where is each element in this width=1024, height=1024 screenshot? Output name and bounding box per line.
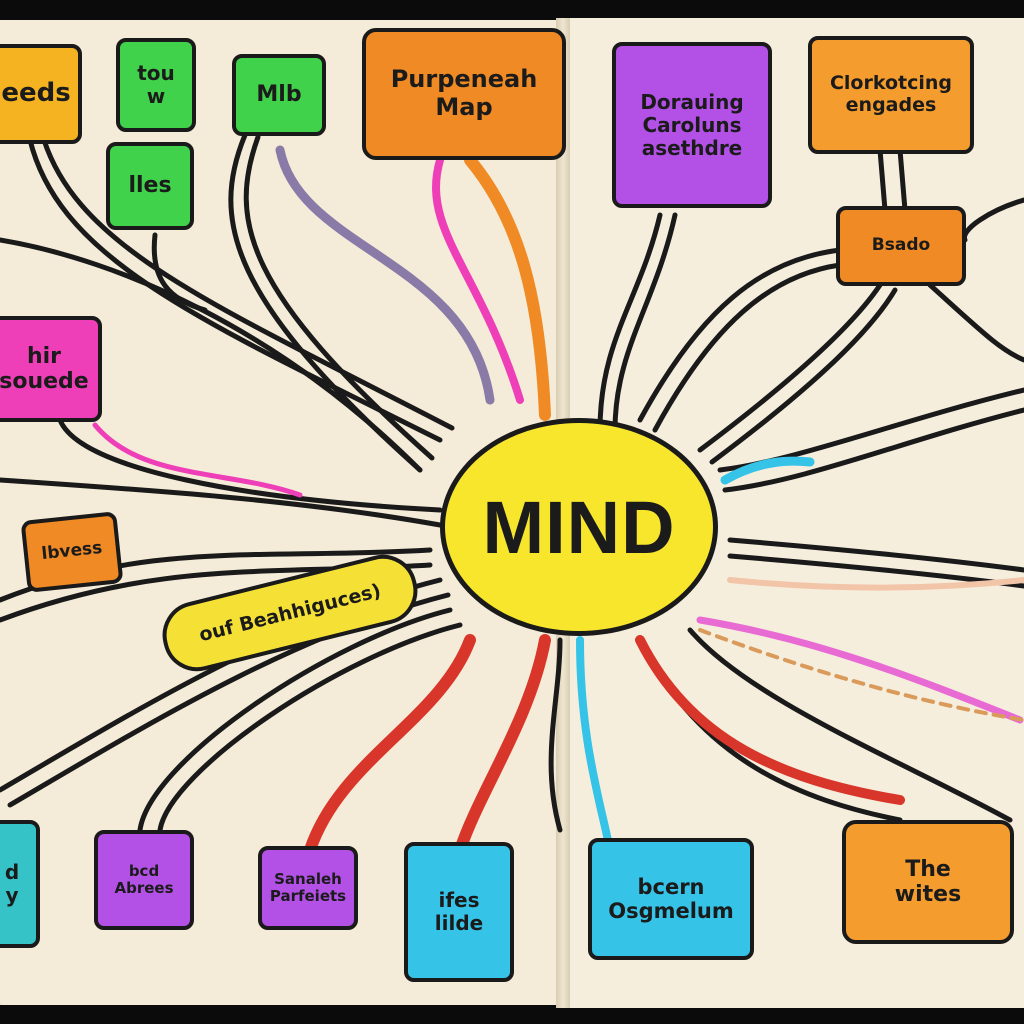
node-bottom-4[interactable]: ifes lilde: [404, 842, 514, 982]
branch-line-cyan-2: [720, 456, 815, 485]
node-top-right-1[interactable]: Dorauing Caroluns asethdre: [612, 42, 772, 208]
branch-line-10b: [612, 212, 678, 433]
branch-line-dashed: [698, 628, 1024, 722]
branch-line-cyan-1: [576, 636, 614, 854]
node-top-left-3[interactable]: lles: [106, 142, 194, 230]
branch-line-13: [962, 197, 1024, 243]
branch-line-1b: [41, 137, 455, 431]
node-top-right-2[interactable]: Clorkotcing engades: [808, 36, 974, 154]
node-top-left-1[interactable]: eeds: [0, 44, 82, 144]
node-left-mid[interactable]: hir souede: [0, 316, 102, 422]
branch-line-18b: [897, 147, 908, 213]
node-right-mid[interactable]: Bsado: [836, 206, 966, 286]
branch-line-15b: [722, 407, 1024, 493]
branch-line-10: [597, 212, 663, 433]
branch-line-16: [727, 537, 1024, 573]
node-bottom-5[interactable]: bcern Osgmelum: [588, 838, 754, 960]
branch-line-11b: [652, 262, 843, 433]
node-bottom-6[interactable]: The wites: [842, 820, 1014, 944]
central-topic-mind[interactable]: MIND: [440, 418, 718, 636]
branch-line-peach: [727, 577, 1024, 591]
branch-line-red-1: [304, 634, 476, 856]
branch-line-orange: [464, 154, 551, 421]
branch-line-magenta-left: [92, 422, 303, 498]
node-left-lower[interactable]: lbvess: [20, 511, 124, 593]
branch-line-pink-right: [696, 616, 1024, 724]
branch-line-magenta-top: [432, 156, 524, 404]
node-bottom-1[interactable]: d y: [0, 820, 40, 948]
branch-line-5b: [0, 477, 443, 528]
branch-line-5: [57, 417, 443, 513]
branch-line-11: [637, 247, 843, 423]
node-top-left-2[interactable]: tou w: [116, 38, 196, 132]
branch-line-4: [228, 132, 423, 473]
branch-line-4b: [243, 134, 435, 461]
branch-line-9: [548, 637, 563, 833]
branch-line-8b: [157, 622, 463, 833]
branch-line-purple: [275, 145, 495, 405]
branch-line-19: [687, 627, 1013, 823]
branch-line-14: [927, 282, 1024, 363]
node-bottom-2[interactable]: bcd Abrees: [94, 830, 194, 930]
node-top-center[interactable]: Purpeneah Map: [362, 28, 566, 160]
node-top-left-4[interactable]: Mlb: [232, 54, 326, 136]
node-bottom-3[interactable]: Sanaleh Parfeiets: [258, 846, 358, 930]
branch-line-8: [137, 607, 453, 833]
branch-line-3: [151, 232, 208, 313]
branch-line-12b: [709, 287, 898, 465]
branch-line-18: [877, 147, 888, 213]
branch-line-12: [697, 282, 883, 453]
branch-line-red-3: [635, 635, 905, 805]
branch-line-red-2: [454, 634, 551, 856]
